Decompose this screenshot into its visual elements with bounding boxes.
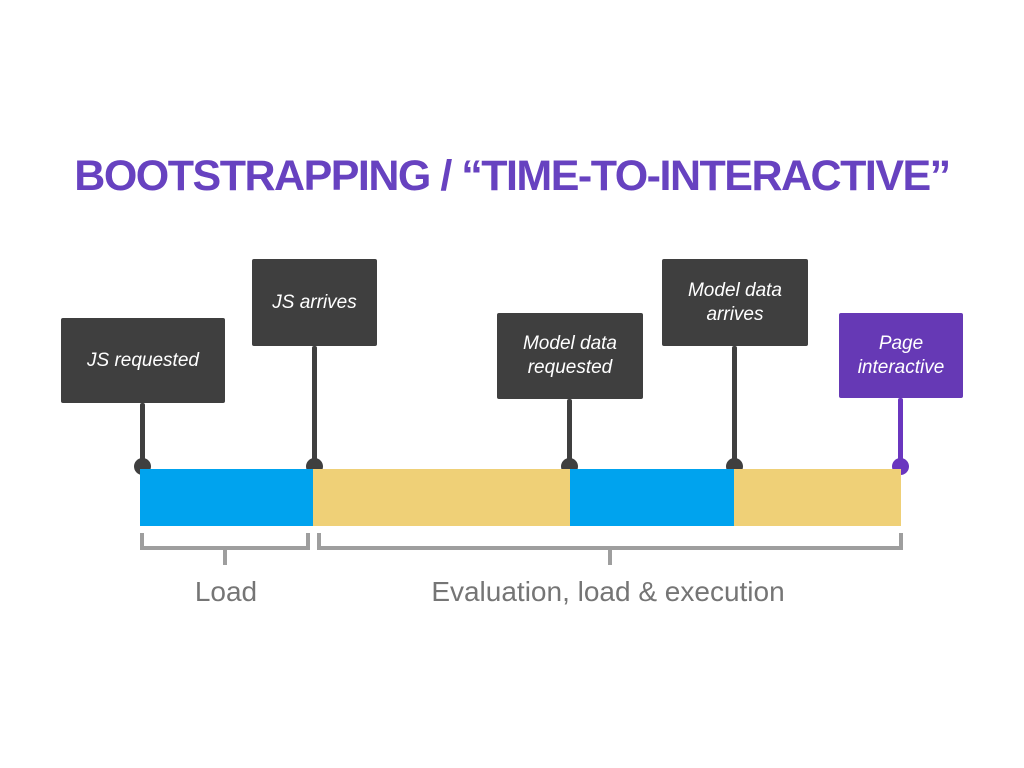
- callout-model-data-requested-label: Model data requested: [522, 333, 617, 378]
- callout-js-arrives-label: JS arrives: [272, 291, 357, 313]
- connector-js-requested: [140, 403, 145, 466]
- callout-js-requested-label: JS requested: [87, 349, 199, 371]
- callout-model-data-arrives: Model data arrives: [662, 259, 808, 346]
- bracket-evaluation: [317, 533, 903, 550]
- connector-model-data-requested: [567, 399, 572, 466]
- callout-page-interactive-label: Page interactive: [857, 332, 945, 378]
- callout-js-arrives: JS arrives: [252, 259, 377, 346]
- connector-page-interactive: [898, 398, 903, 466]
- timeline-segment-eval-yellow-1: [313, 469, 570, 526]
- slide-title: BOOTSTRAPPING / “TIME-TO-INTERACTIVE”: [74, 152, 951, 200]
- bracket-load: [140, 533, 310, 550]
- callout-page-interactive: Page interactive: [839, 313, 963, 398]
- callout-model-data-arrives-label: Model data arrives: [687, 279, 782, 325]
- connector-js-arrives: [312, 346, 317, 466]
- callout-js-requested: JS requested: [61, 318, 225, 403]
- bracket-load-tick: [223, 549, 227, 565]
- bracket-evaluation-tick: [608, 549, 612, 565]
- phase-label-evaluation: Evaluation, load & execution: [431, 576, 785, 607]
- callout-model-data-requested: Model data requested: [497, 313, 643, 399]
- timeline-segment-eval-blue: [570, 469, 734, 526]
- phase-label-load: Load: [194, 576, 258, 607]
- timeline-segment-eval-yellow-2: [734, 469, 901, 526]
- connector-model-data-arrives: [732, 346, 737, 466]
- timeline-segment-load-blue: [140, 469, 313, 526]
